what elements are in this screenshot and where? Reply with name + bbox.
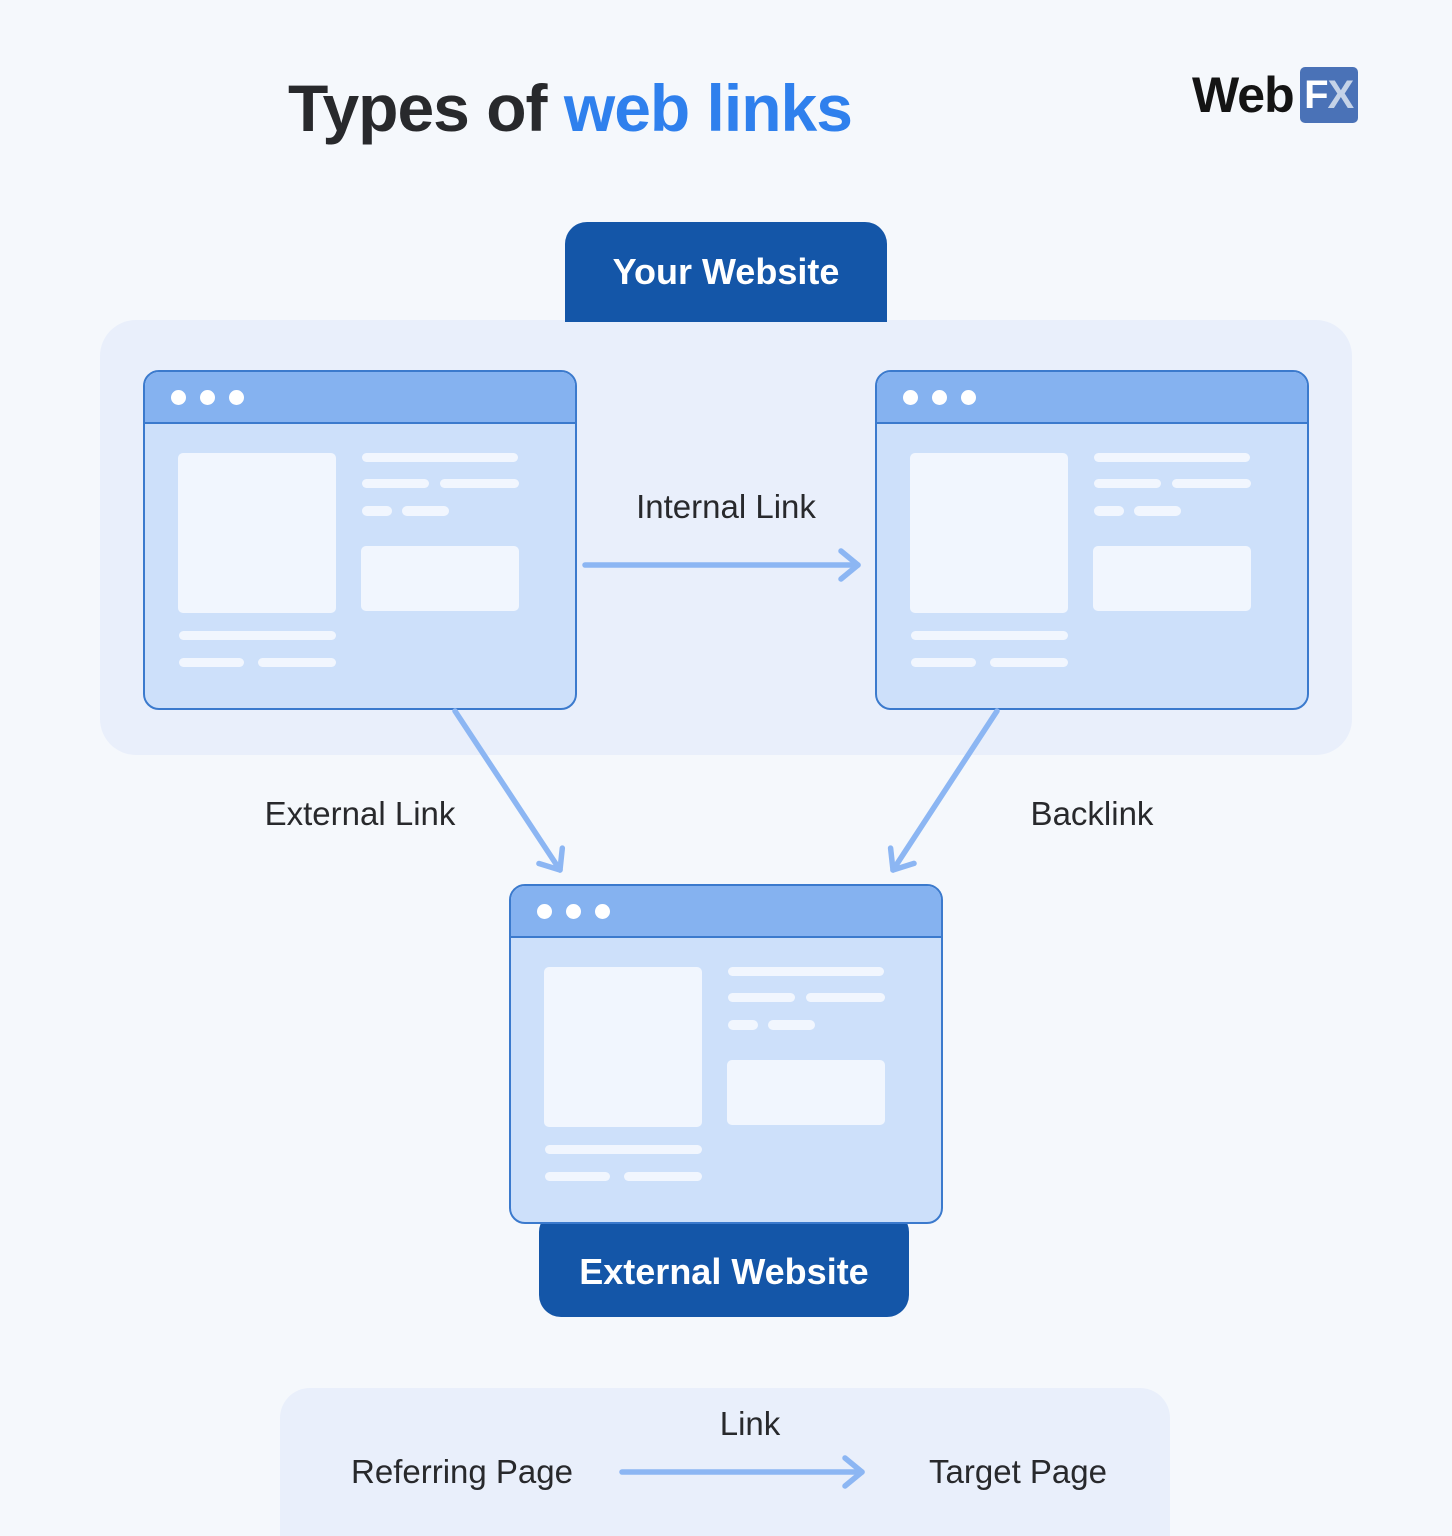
webfx-logo-text: Web bbox=[1192, 67, 1295, 123]
content-media-block bbox=[1093, 546, 1251, 611]
browser-window-external bbox=[509, 884, 943, 1224]
content-media-block bbox=[361, 546, 519, 611]
content-text-line bbox=[768, 1020, 815, 1030]
content-text-line bbox=[911, 631, 1068, 640]
backlink-label: Backlink bbox=[1030, 795, 1154, 832]
legend-panel bbox=[280, 1388, 1170, 1536]
window-dot-icon bbox=[200, 389, 215, 405]
window-content bbox=[877, 424, 1307, 708]
external-website-badge: External Website bbox=[539, 1210, 909, 1317]
window-dot-icon bbox=[537, 903, 552, 919]
content-text-line bbox=[362, 453, 518, 462]
content-text-line bbox=[806, 993, 885, 1002]
legend-target-page-label: Target Page bbox=[929, 1453, 1107, 1490]
content-text-line bbox=[1094, 479, 1161, 488]
content-text-line bbox=[362, 479, 429, 488]
content-image-block bbox=[910, 453, 1068, 613]
window-titlebar bbox=[511, 886, 941, 938]
content-text-line bbox=[728, 967, 884, 976]
window-dot-icon bbox=[566, 903, 581, 919]
page-title: Types of web links bbox=[0, 70, 1140, 146]
content-text-line bbox=[1094, 453, 1250, 462]
content-text-line bbox=[728, 1020, 758, 1030]
content-text-line bbox=[728, 993, 795, 1002]
legend-referring-page-label: Referring Page bbox=[351, 1453, 573, 1490]
content-text-line bbox=[179, 658, 244, 667]
content-text-line bbox=[545, 1172, 610, 1181]
browser-window-internal-target bbox=[875, 370, 1309, 710]
page-title-prefix: Types of bbox=[288, 71, 564, 145]
your-website-badge: Your Website bbox=[565, 222, 887, 322]
content-text-line bbox=[1172, 479, 1251, 488]
window-dot-icon bbox=[229, 389, 244, 405]
browser-window-referring bbox=[143, 370, 577, 710]
content-image-block bbox=[544, 967, 702, 1127]
content-text-line bbox=[362, 506, 392, 516]
window-dot-icon bbox=[961, 389, 976, 405]
legend-link-label: Link bbox=[719, 1405, 781, 1442]
window-dot-icon bbox=[903, 389, 918, 405]
content-text-line bbox=[911, 658, 976, 667]
content-text-line bbox=[545, 1145, 702, 1154]
content-text-line bbox=[624, 1172, 702, 1181]
content-text-line bbox=[990, 658, 1068, 667]
content-text-line bbox=[402, 506, 449, 516]
window-titlebar bbox=[877, 372, 1307, 424]
window-titlebar bbox=[145, 372, 575, 424]
internal-link-label: Internal Link bbox=[636, 488, 816, 525]
external-link-label: External Link bbox=[264, 795, 456, 832]
window-dot-icon bbox=[595, 903, 610, 919]
window-content bbox=[511, 938, 941, 1222]
content-text-line bbox=[440, 479, 519, 488]
content-text-line bbox=[1094, 506, 1124, 516]
webfx-logo-badge-x: X bbox=[1327, 72, 1355, 117]
content-image-block bbox=[178, 453, 336, 613]
page-title-highlight: web links bbox=[563, 71, 853, 145]
window-dot-icon bbox=[932, 389, 947, 405]
content-text-line bbox=[179, 631, 336, 640]
content-media-block bbox=[727, 1060, 885, 1125]
window-content bbox=[145, 424, 575, 708]
window-dot-icon bbox=[171, 389, 186, 405]
content-text-line bbox=[258, 658, 336, 667]
content-text-line bbox=[1134, 506, 1181, 516]
webfx-logo-badge-f: F bbox=[1304, 72, 1328, 117]
